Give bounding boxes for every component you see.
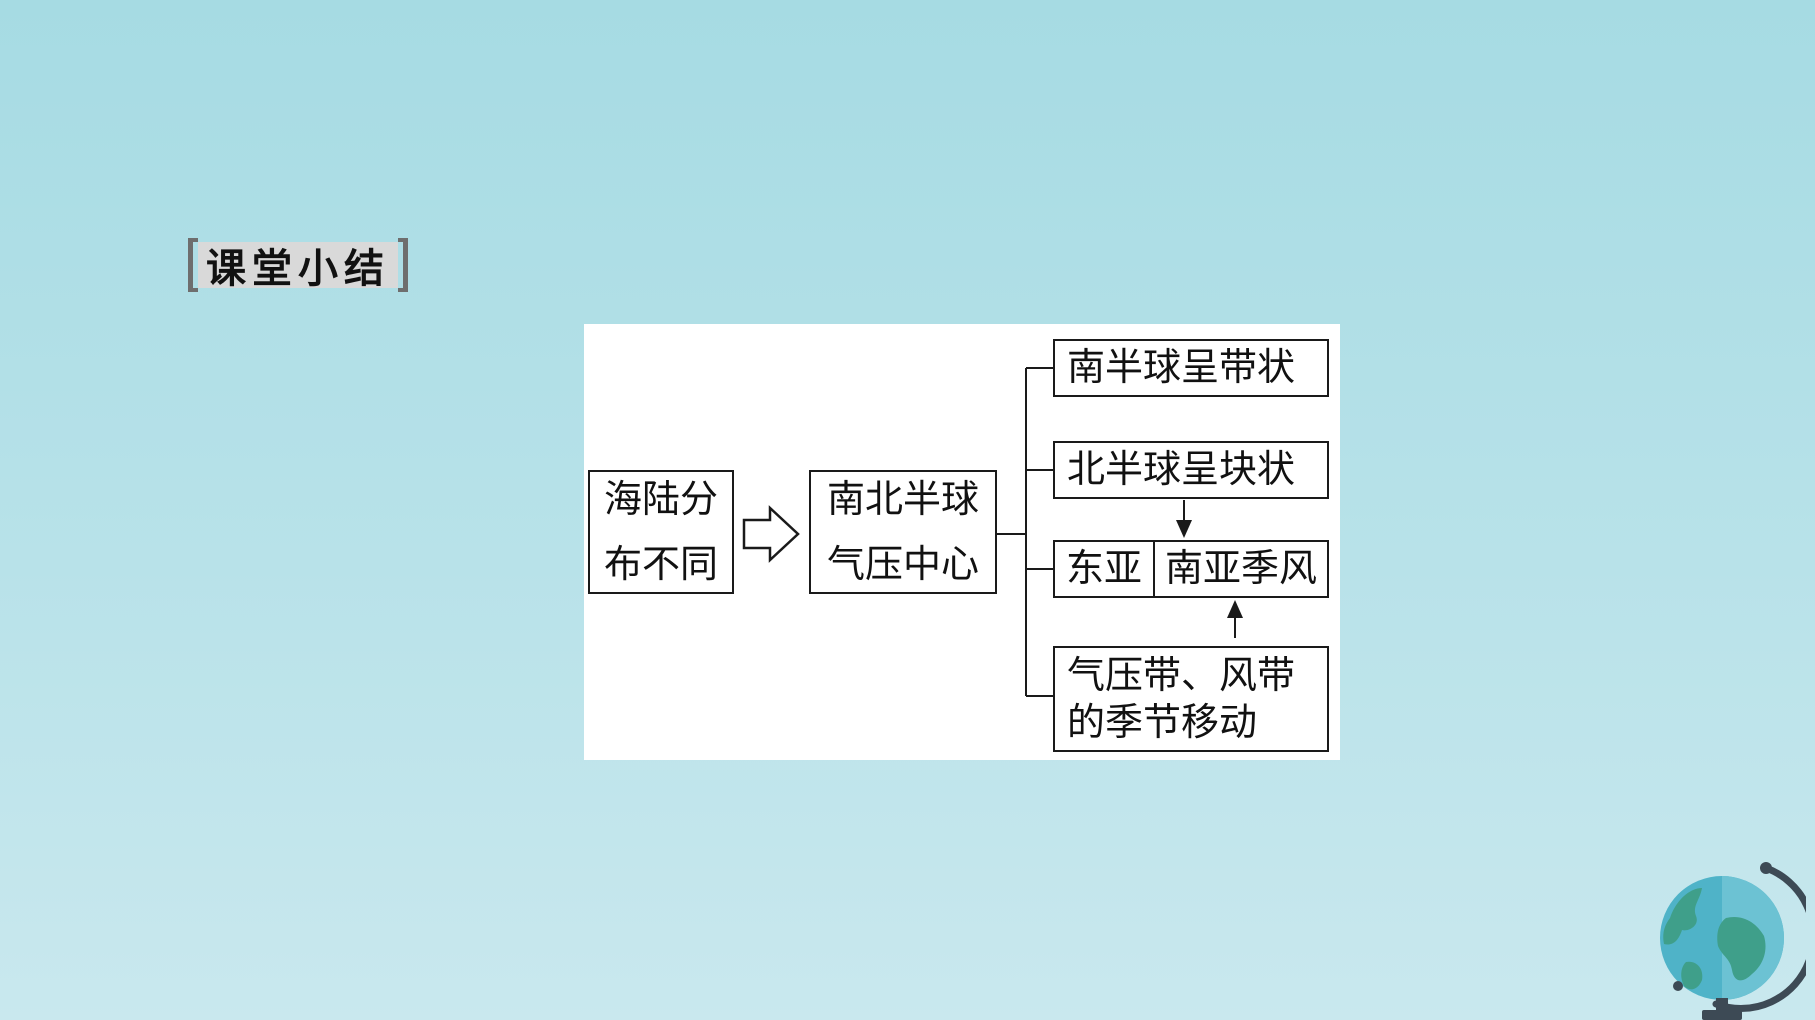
concept-diagram: 海陆分 布不同 南北半球 气压中心 南半球呈带状 北半球呈块状 东亚 南亚季风 … [584, 324, 1340, 760]
node-belt-shift-line2: 的季节移动 [1067, 700, 1258, 744]
section-title: 课堂小结 [198, 242, 398, 292]
globe-icon [1660, 862, 1806, 1020]
left-bracket [188, 238, 198, 292]
node-pressure-centers: 南北半球 气压中心 [809, 470, 997, 594]
globe-land-south [1681, 961, 1703, 990]
node-south-asia-monsoon: 南亚季风 [1153, 540, 1329, 598]
diagram-connectors [742, 367, 1243, 697]
globe-ring [1712, 864, 1806, 1012]
globe-land-west [1663, 888, 1702, 945]
node-land-sea-line1: 海陆分 [603, 476, 718, 521]
globe-pivot-bottom [1673, 981, 1683, 991]
section-heading: 课堂小结 [188, 238, 408, 292]
node-pressure-centers-line1: 南北半球 [826, 476, 979, 521]
node-land-sea-line2: 布不同 [603, 542, 718, 586]
node-north-hemisphere: 北半球呈块状 [1053, 441, 1329, 499]
node-belt-shift: 气压带、风带 的季节移动 [1053, 646, 1329, 752]
node-belt-shift-line1: 气压带、风带 [1067, 652, 1296, 697]
hollow-arrow [742, 505, 800, 563]
globe-stand-neck [1716, 998, 1728, 1012]
node-east-asia: 东亚 [1053, 540, 1155, 598]
node-pressure-centers-line2: 气压中心 [826, 542, 979, 586]
globe-land-east [1717, 916, 1766, 981]
node-land-sea-distribution: 海陆分 布不同 [588, 470, 734, 594]
globe-stand-base [1702, 1010, 1742, 1020]
globe-pivot-top [1760, 862, 1772, 874]
right-bracket [398, 238, 408, 292]
node-south-hemisphere: 南半球呈带状 [1053, 339, 1329, 397]
